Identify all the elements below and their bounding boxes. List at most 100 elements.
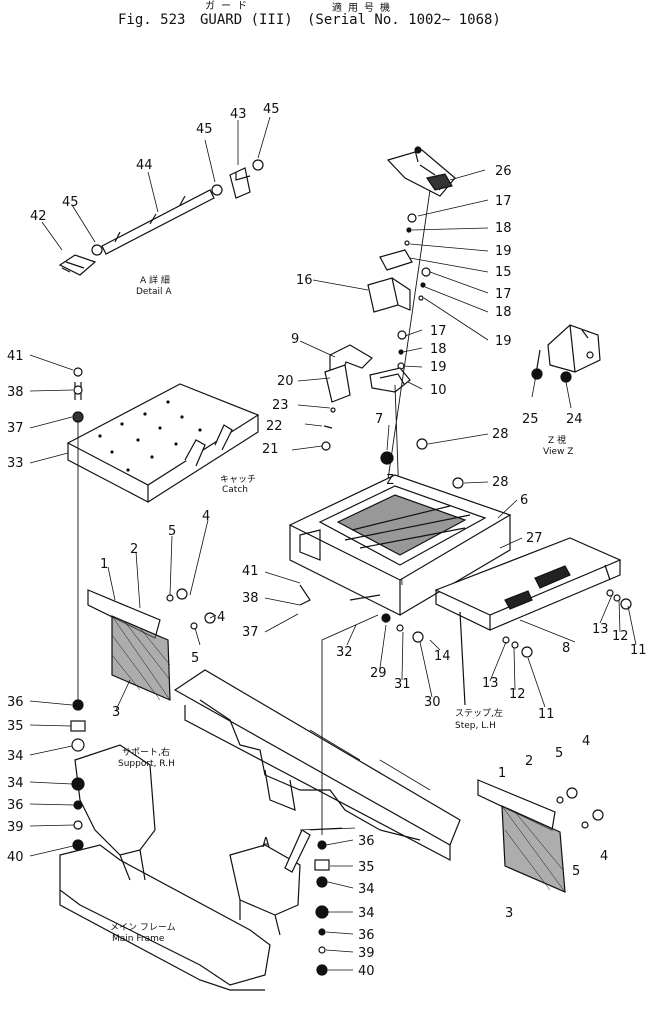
callout-38-b: 38 (242, 591, 259, 606)
title-jp: ガ ー ド (205, 1, 248, 12)
caption-support-jp: サポート,右 (122, 746, 170, 758)
caption-step: Step, L.H (455, 721, 496, 731)
callout-34-a: 34 (7, 749, 24, 764)
callout-39-b: 39 (358, 946, 375, 961)
callout-17-a: 17 (495, 194, 512, 209)
marker-a: A (262, 836, 270, 851)
callout-26: 26 (495, 164, 512, 179)
callout-16: 16 (296, 273, 313, 288)
callout-35-b: 35 (358, 860, 375, 875)
callout-33: 33 (7, 456, 24, 471)
callout-36-a: 36 (7, 695, 24, 710)
callout-12-b: 12 (509, 687, 526, 702)
figure-title: GUARD (III) (200, 12, 293, 28)
caption-view-jp: Z 視 (548, 434, 566, 446)
callout-30: 30 (424, 695, 441, 710)
callout-9: 9 (291, 332, 299, 347)
callout-36-b: 36 (7, 798, 24, 813)
callout-4-c: 4 (582, 734, 590, 749)
callout-41-b: 41 (242, 564, 259, 579)
callout-37-b: 37 (242, 625, 259, 640)
callout-numbers: 45 43 45 44 45 42 26 17 18 19 15 17 18 1… (7, 102, 647, 979)
callout-4-d: 4 (600, 849, 608, 864)
callout-23: 23 (272, 398, 289, 413)
callout-32: 32 (336, 645, 353, 660)
left-floor-plate (66, 367, 260, 708)
callout-11-b: 11 (538, 707, 555, 722)
callout-21: 21 (262, 442, 279, 457)
callout-5-b: 5 (191, 651, 199, 666)
callout-3-a: 3 (112, 705, 120, 720)
figure-number: Fig. 523 (118, 12, 186, 28)
caption-support: Support, R.H (118, 759, 175, 769)
caption-catch-jp: キャッチ (220, 474, 256, 485)
caption-step-jp: ステップ,左 (455, 707, 503, 719)
callout-42: 42 (30, 209, 47, 224)
callout-10: 10 (430, 383, 447, 398)
serial-jp: 適 用 号 機 (332, 3, 391, 14)
callout-11-a: 11 (630, 643, 647, 658)
callout-17-b: 17 (495, 287, 512, 302)
callout-4-a: 4 (202, 509, 210, 524)
callout-19-b: 19 (495, 334, 512, 349)
callout-38-a: 38 (7, 385, 24, 400)
callout-18-b: 18 (495, 305, 512, 320)
caption-frame: Main Frame (112, 934, 165, 944)
callout-41-a: 41 (7, 349, 24, 364)
callout-5-a: 5 (168, 524, 176, 539)
left-mud-flap (87, 588, 216, 701)
right-mud-flap (477, 779, 604, 893)
callout-40-a: 40 (7, 850, 24, 865)
callout-1-a: 1 (100, 557, 108, 572)
callout-31: 31 (394, 677, 411, 692)
callout-44: 44 (136, 158, 153, 173)
callout-13-b: 13 (482, 676, 499, 691)
callout-19-a: 19 (495, 244, 512, 259)
callout-8: 8 (562, 641, 570, 656)
callout-35-a: 35 (7, 719, 24, 734)
main-frame (59, 669, 461, 991)
callout-14: 14 (434, 649, 451, 664)
callout-12-a: 12 (612, 629, 629, 644)
caption-catch: Catch (222, 485, 248, 495)
callout-37-a: 37 (7, 421, 24, 436)
callout-1-b: 1 (498, 766, 506, 781)
callout-20: 20 (277, 374, 294, 389)
callout-18-a: 18 (495, 221, 512, 236)
callout-25: 25 (522, 412, 539, 427)
callout-4-b: 4 (217, 610, 225, 625)
washer-stacks (70, 614, 379, 976)
callout-27: 27 (526, 531, 543, 546)
callout-2-b: 2 (525, 754, 533, 769)
callout-13-a: 13 (592, 622, 609, 637)
callout-2-a: 2 (130, 542, 138, 557)
callout-45-c: 45 (62, 195, 79, 210)
callout-36-d: 36 (358, 928, 375, 943)
callout-24: 24 (566, 412, 583, 427)
caption-frame-jp: メイン フレーム (110, 922, 176, 933)
caption-view: View Z (543, 447, 573, 457)
view-z-piece (531, 324, 601, 383)
main-platform (288, 438, 512, 616)
callout-34-b: 34 (7, 776, 24, 791)
callout-28-a: 28 (492, 427, 509, 442)
callout-7: 7 (375, 412, 383, 427)
detail-a-rod-assembly (58, 159, 264, 276)
callout-28-b: 28 (492, 475, 509, 490)
callout-5-c: 5 (555, 746, 563, 761)
callout-5-d: 5 (572, 864, 580, 879)
callout-6: 6 (520, 493, 528, 508)
callout-22: 22 (266, 419, 283, 434)
callout-43: 43 (230, 107, 247, 122)
callout-3-b: 3 (505, 906, 513, 921)
callout-19-c: 19 (430, 360, 447, 375)
marker-z: Z (386, 473, 394, 488)
captions: A 詳 細 Detail A キャッチ Catch Z 視 View Z サポー… (110, 274, 573, 944)
callout-36-c: 36 (358, 834, 375, 849)
caption-detail-jp: A 詳 細 (140, 274, 170, 286)
callout-17-c: 17 (430, 324, 447, 339)
callout-34-c: 34 (358, 882, 375, 897)
callout-45-b: 45 (196, 122, 213, 137)
